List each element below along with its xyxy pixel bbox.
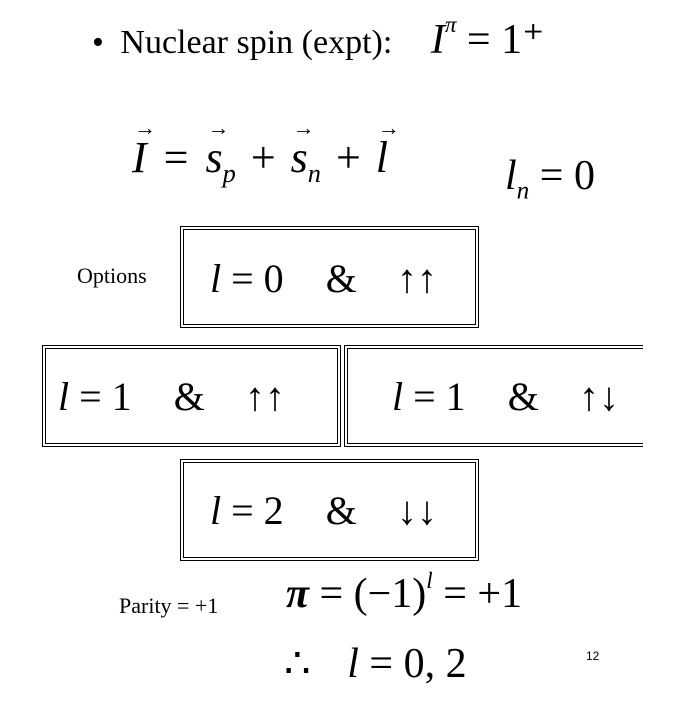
spin-sum-equation: I = sp + sn + l [132,115,400,186]
ln-equation: ln = 0 [505,153,595,205]
vector-I: I [132,115,155,183]
option-box-l2 [180,459,479,561]
subscript-n: n [307,157,321,188]
option-box-l0 [180,226,479,328]
option-l0-text: l = 0 & ↑↑ [210,256,437,301]
subscript-p: p [222,157,236,188]
nuclear-spin-label: Nuclear spin (expt): [120,24,393,61]
parity-equation: π = (−1)l = +1 [286,567,523,617]
option-l1-parallel-text: l = 1 & ↑↑ [58,374,285,419]
option-box-l1-antiparallel [344,345,643,447]
option-box-l1-parallel [42,345,341,447]
option-l2-text: l = 2 & ↓↓ [210,488,437,533]
parity-label: Parity = +1 [119,593,219,618]
bullet-line: • Nuclear spin (expt): Iπ = 1⁺ [92,11,545,64]
bullet: • [92,24,104,61]
vector-l: l [376,115,400,183]
equals-sign: = [163,133,189,182]
conclusion-equation: ∴ l = 0, 2 [284,641,467,687]
options-label: Options [77,263,147,288]
page-number: 12 [586,649,600,663]
plus-sign: + [250,133,276,182]
nuclear-spin-value: Iπ = 1⁺ [430,11,545,63]
plus-sign: + [335,133,361,182]
vector-s-n: s [291,115,315,183]
vector-s-p: s [205,115,229,183]
option-l1-antiparallel-text: l = 1 & ↑↓ [392,374,619,419]
therefore-symbol: ∴ [284,641,311,687]
